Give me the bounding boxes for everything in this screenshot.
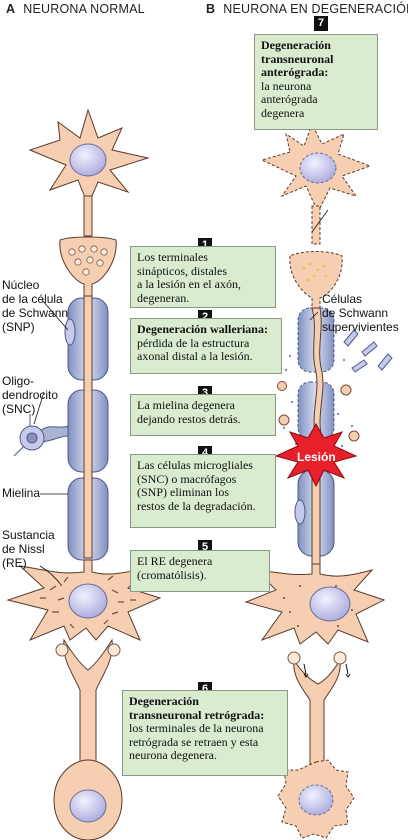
nissl-nucleus-left	[68, 583, 108, 619]
top-nucleus-left	[69, 143, 107, 177]
schwann-nucleus	[64, 318, 76, 346]
step-number-7: 7	[314, 16, 328, 31]
oligodendrocyte	[13, 414, 69, 457]
leader-lines	[33, 209, 329, 587]
macrophages	[277, 381, 360, 442]
degenerating-neuron	[244, 122, 393, 839]
lesion-star	[274, 422, 358, 488]
synaptic-terminal-right	[289, 251, 343, 313]
synaptic-terminal-left	[59, 236, 117, 301]
label-myelin: Mielina	[2, 486, 41, 500]
normal-neuron	[6, 108, 162, 840]
surviving-schwann-cells	[343, 329, 393, 373]
step-box-4: Las células microgliales(SNC) o macrófag…	[130, 454, 276, 528]
label-oligodendrocyte: Oligo-dendrocito(SNC)	[2, 374, 59, 416]
step-box-2: Degeneración walleriana: pérdida de la e…	[130, 318, 282, 374]
label-lesion: Lesión	[297, 450, 336, 464]
step-box-5: El RE degenera(cromatólisis).	[130, 550, 270, 592]
